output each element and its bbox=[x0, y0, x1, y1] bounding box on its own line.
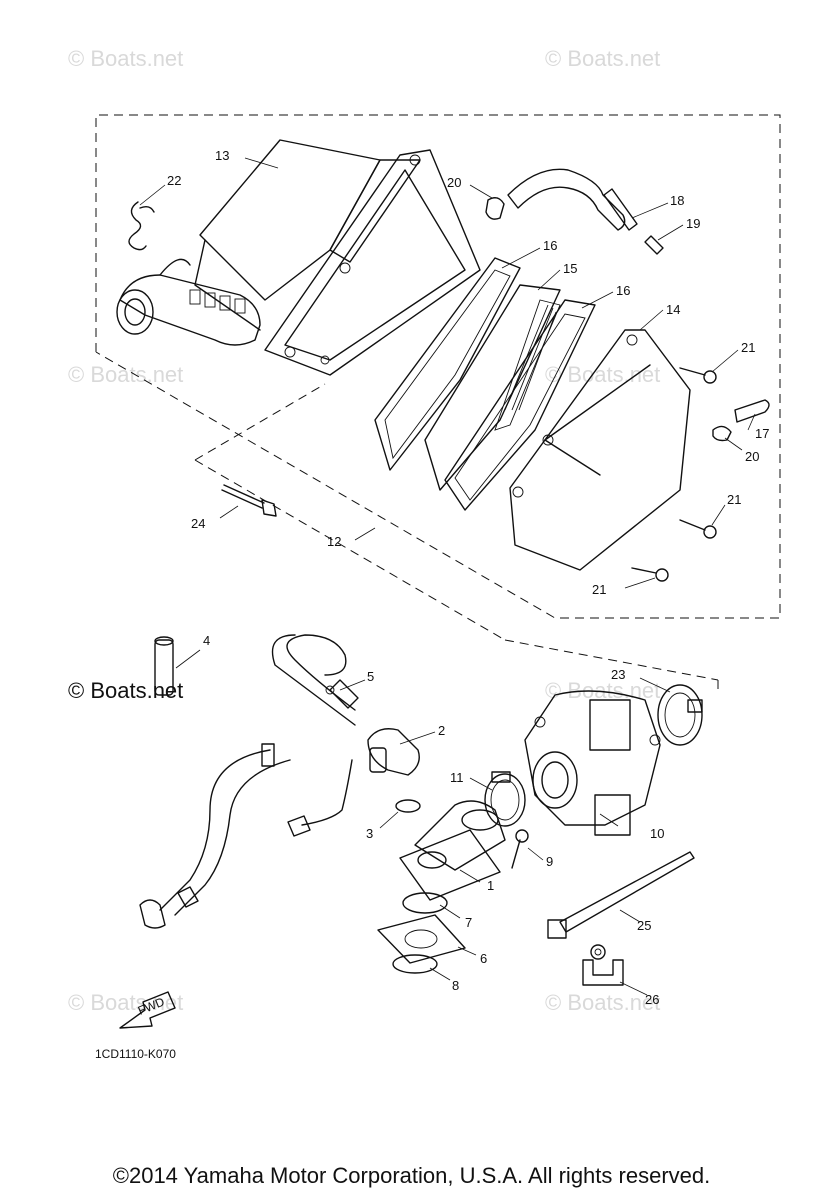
part-3-o-ring bbox=[395, 799, 421, 813]
callouts: 1 2 3 4 5 6 7 8 9 10 11 12 13 14 15 16 1… bbox=[167, 148, 769, 1007]
callout-6: 6 bbox=[480, 951, 487, 966]
watermark: © Boats.net bbox=[68, 46, 183, 71]
callout-11: 11 bbox=[450, 770, 464, 785]
callout-1: 1 bbox=[487, 878, 494, 893]
part-16-seal bbox=[444, 299, 596, 511]
callout-12: 12 bbox=[327, 534, 341, 549]
callout-4: 4 bbox=[203, 633, 210, 648]
part-16-seal bbox=[374, 257, 521, 471]
callout-10: 10 bbox=[650, 826, 664, 841]
watermark: © Boats.net bbox=[545, 990, 660, 1015]
callout-13: 13 bbox=[215, 148, 229, 163]
callout-14: 14 bbox=[666, 302, 680, 317]
part-5-fitting bbox=[325, 679, 359, 709]
callout-22: 22 bbox=[167, 173, 181, 188]
callout-2: 2 bbox=[438, 723, 445, 738]
part-2-injector bbox=[287, 728, 420, 837]
part-1-throttle-body-joint bbox=[399, 800, 506, 901]
callout-19: 19 bbox=[686, 216, 700, 231]
copyright-notice: ©2014 Yamaha Motor Corporation, U.S.A. A… bbox=[112, 1163, 711, 1188]
callout-20: 20 bbox=[447, 175, 461, 190]
watermark: © Boats.net bbox=[545, 46, 660, 71]
callout-8: 8 bbox=[452, 978, 459, 993]
callout-9: 9 bbox=[546, 854, 553, 869]
part-18-drain-hose bbox=[485, 168, 664, 255]
callout-25: 25 bbox=[637, 918, 651, 933]
callout-24: 24 bbox=[191, 516, 205, 531]
part-6-insulator bbox=[377, 914, 466, 964]
watermark: © Boats.net bbox=[68, 362, 183, 387]
callout-21: 21 bbox=[727, 492, 741, 507]
callout-5: 5 bbox=[367, 669, 374, 684]
part-4-hose bbox=[154, 636, 174, 696]
callout-21: 21 bbox=[741, 340, 755, 355]
fuel-hose bbox=[139, 634, 356, 929]
callout-16: 16 bbox=[543, 238, 557, 253]
part-25-cable-tie bbox=[547, 851, 695, 939]
part-11-clamp bbox=[484, 771, 526, 827]
callout-16: 16 bbox=[616, 283, 630, 298]
part-23-clamp bbox=[657, 684, 703, 746]
diagram-code: 1CD1110-K070 bbox=[95, 1047, 176, 1061]
callout-7: 7 bbox=[465, 915, 472, 930]
part-15-air-filter-element bbox=[424, 284, 561, 491]
part-17-plug bbox=[712, 399, 770, 442]
part-7-gasket bbox=[402, 892, 448, 914]
part-14-cover bbox=[509, 329, 691, 571]
callout-17: 17 bbox=[755, 426, 769, 441]
watermark: © Boats.net bbox=[68, 678, 183, 703]
part-24-bolt bbox=[221, 484, 277, 517]
part-13-air-cleaner-case bbox=[116, 139, 481, 376]
part-26-holder bbox=[582, 944, 624, 986]
callout-23: 23 bbox=[611, 667, 625, 682]
part-22-clip bbox=[128, 201, 155, 251]
callout-3: 3 bbox=[366, 826, 373, 841]
callout-21: 21 bbox=[592, 582, 606, 597]
callout-18: 18 bbox=[670, 193, 684, 208]
watermark: © Boats.net bbox=[545, 362, 660, 387]
part-9-screw bbox=[511, 829, 529, 869]
part-8-o-ring bbox=[392, 954, 438, 974]
leader-lines bbox=[139, 157, 756, 996]
air-cleaner-assembly-boundary bbox=[95, 114, 781, 695]
callout-20: 20 bbox=[745, 449, 759, 464]
part-21-screw bbox=[631, 367, 717, 582]
part-10-throttle-body bbox=[524, 690, 661, 836]
callout-15: 15 bbox=[563, 261, 577, 276]
callout-26: 26 bbox=[645, 992, 659, 1007]
